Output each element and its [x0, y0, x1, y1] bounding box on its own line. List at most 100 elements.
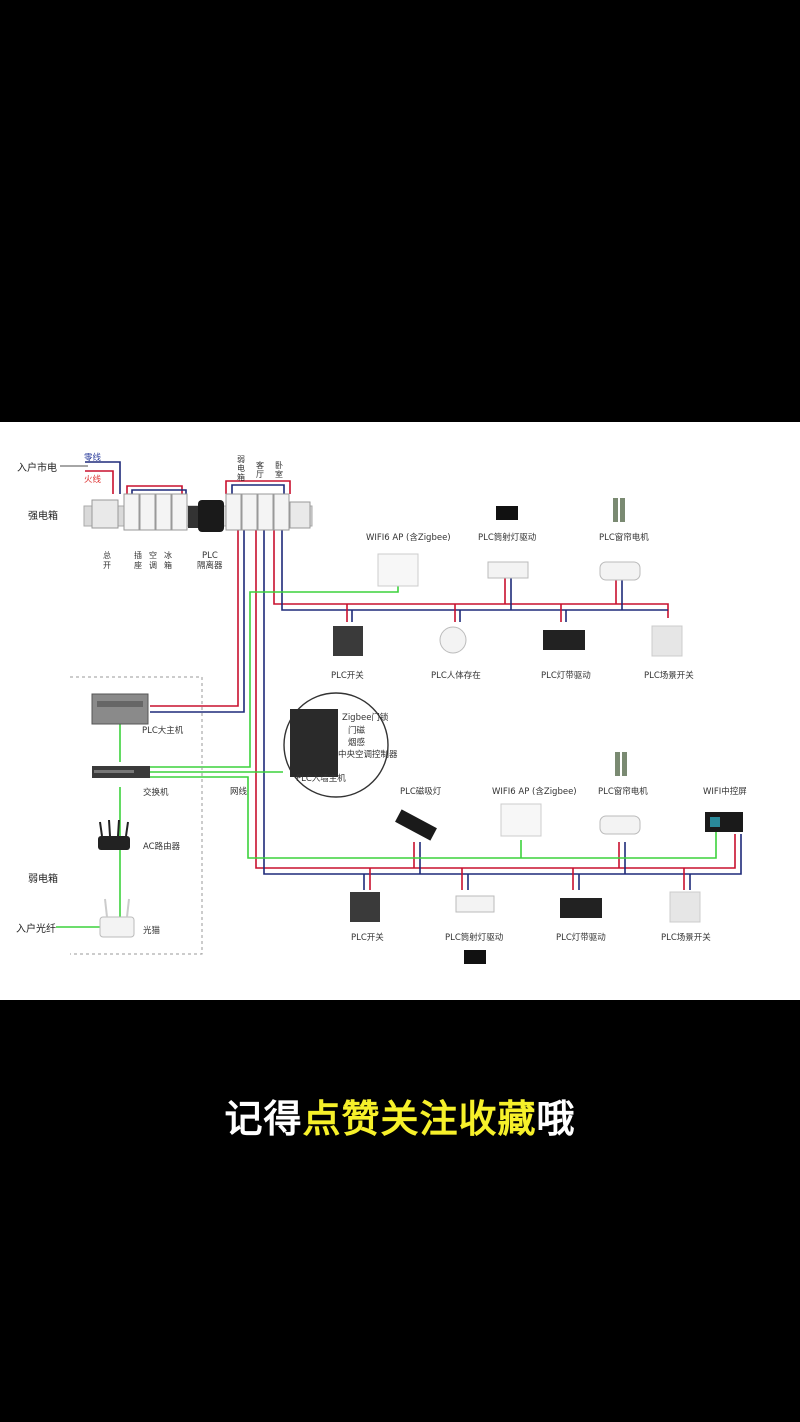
label-top-scene-switch: PLC场景开关: [644, 670, 694, 681]
plc-switch-top: [333, 626, 363, 656]
breaker-label-ac-1: 空: [149, 550, 157, 560]
breaker-label-fridge-2: 箱: [164, 560, 172, 570]
breaker-main: [123, 493, 140, 531]
label-live: 火线: [84, 474, 102, 485]
label-top-strip-driver: PLC灯带驱动: [541, 670, 591, 681]
label-top-plc-switch: PLC开关: [331, 670, 364, 681]
breaker-bedroom: [257, 493, 274, 531]
weak-box-frame: [70, 676, 203, 955]
wall-host-menu-1: Zigbee门锁: [342, 712, 389, 723]
plc-switch-bottom: [350, 892, 380, 922]
strip-driver-bottom: [560, 898, 602, 918]
label-ac-router: AC路由器: [143, 841, 181, 852]
label-bottom-downlight-driver: PLC筒射灯驱动: [445, 932, 504, 943]
strong-box-rail: [83, 493, 313, 532]
wall-host-menu-3: 烟感: [348, 737, 366, 748]
label-top-curtain-motor: PLC窗帘电机: [599, 532, 649, 543]
smart-home-wiring-diagram: 入户市电 零线 火线 强电箱 弱电箱 入户光纤 网线 总 开 插 座 空 调 冰…: [16, 452, 747, 964]
room-label-weak-3: 箱: [237, 472, 245, 482]
label-strong-box: 强电箱: [28, 509, 58, 522]
label-network-cable: 网线: [230, 786, 248, 797]
breaker-socket: [139, 493, 156, 531]
downlight-driver-top: [487, 561, 529, 579]
devices: [91, 498, 743, 964]
breaker-weak-box: [225, 493, 242, 531]
wall-host-menu-2: 门磁: [348, 725, 366, 736]
isolator-label-2: 隔离器: [197, 560, 223, 571]
room-label-bedroom-1: 卧: [275, 461, 283, 470]
downlight-icon-top: [496, 506, 518, 520]
router-device: [98, 836, 130, 850]
plc-host-device: [91, 693, 149, 725]
curtain-rail-icon-bottom: [622, 752, 627, 776]
breaker-label-socket-2: 座: [134, 560, 142, 570]
live-jumper-right: [225, 480, 291, 494]
plc-isolator: [198, 500, 224, 532]
breaker-living-room: [241, 493, 258, 531]
host-neutral-wire: [150, 530, 245, 713]
wall-host-device: [290, 709, 338, 777]
bottom-live-bus: [255, 530, 736, 869]
room-label-weak-2: 电: [237, 463, 245, 473]
labels: 入户市电 零线 火线 强电箱 弱电箱 入户光纤 网线 总 开 插 座 空 调 冰…: [16, 452, 747, 943]
downlight-driver-bottom: [455, 895, 495, 913]
curtain-motor-bottom: [599, 815, 641, 835]
wifi-ap-top: [377, 553, 419, 587]
caption-prefix: 记得: [224, 1097, 303, 1141]
label-switch: 交换机: [143, 787, 169, 798]
main-breaker: [91, 499, 119, 529]
neutral-jumper-right: [231, 484, 285, 494]
breaker-label-main-1: 总: [103, 550, 111, 560]
bottom-neutral-bus: [263, 530, 742, 875]
breaker-fridge: [171, 493, 188, 531]
breaker-ac: [155, 493, 172, 531]
video-caption: 记得点赞关注收藏哦: [0, 1088, 800, 1143]
room-label-living-1: 客: [256, 460, 264, 470]
network-to-ap-top: [150, 584, 399, 768]
room-label-bedroom-2: 室: [275, 469, 283, 479]
label-top-presence: PLC人体存在: [431, 670, 481, 681]
top-neutral-bus: [281, 530, 668, 611]
label-bottom-curtain-motor: PLC窗帘电机: [598, 786, 648, 797]
modem-device: [99, 916, 135, 938]
label-bottom-control-screen: WIFI中控屏: [703, 786, 747, 797]
room-label-living-2: 厅: [256, 470, 264, 479]
label-modem: 光猫: [143, 925, 161, 936]
live-input-wire: [85, 470, 114, 494]
breaker-label-socket-1: 插: [134, 550, 142, 560]
caption-highlight: 点赞关注收藏: [302, 1097, 537, 1141]
label-bottom-scene-switch: PLC场景开关: [661, 932, 711, 943]
label-wall-host: PLC入墙主机: [296, 773, 346, 784]
label-bottom-magnetic-light: PLC磁吸灯: [400, 786, 442, 797]
label-neutral: 零线: [84, 452, 102, 463]
breaker-label-main-2: 开: [103, 561, 111, 570]
curtain-rail-icon-top: [620, 498, 625, 522]
breaker-label-ac-2: 调: [149, 561, 157, 570]
strip-driver-top: [543, 630, 585, 650]
room-label-weak-1: 弱: [237, 455, 245, 464]
neutral-jumper-left: [131, 489, 187, 494]
host-live-wire: [150, 530, 239, 707]
label-bottom-wifi-ap: WIFI6 AP (含Zigbee): [492, 786, 577, 797]
caption-suffix: 哦: [536, 1097, 576, 1141]
magnetic-light-bottom: [395, 809, 437, 841]
label-weak-box: 弱电箱: [28, 872, 58, 885]
breaker-labels: 总 开 插 座 空 调 冰 箱 PLC 隔离器 弱 电 箱 客 厅 卧 室: [103, 455, 283, 571]
top-live-bus: [273, 530, 669, 618]
downlight-icon-bottom: [464, 950, 486, 964]
presence-sensor-top: [439, 626, 467, 654]
isolator-label-1: PLC: [202, 551, 218, 561]
label-fiber-in: 入户光纤: [16, 922, 56, 935]
curtain-motor-top: [599, 561, 641, 581]
neutral-input-wire: [85, 461, 121, 494]
scene-switch-top: [651, 625, 683, 657]
diagram-panel: 入户市电 零线 火线 强电箱 弱电箱 入户光纤 网线 总 开 插 座 空 调 冰…: [0, 422, 800, 1000]
label-bottom-plc-switch: PLC开关: [351, 932, 384, 943]
breaker-label-fridge-1: 冰: [164, 550, 172, 560]
wifi-ap-bottom: [500, 803, 542, 837]
label-plc-host: PLC大主机: [142, 725, 184, 736]
wires: [56, 461, 742, 955]
label-top-downlight-driver: PLC筒射灯驱动: [478, 532, 537, 543]
wall-host-menu-4: 中央空调控制器: [338, 749, 398, 760]
